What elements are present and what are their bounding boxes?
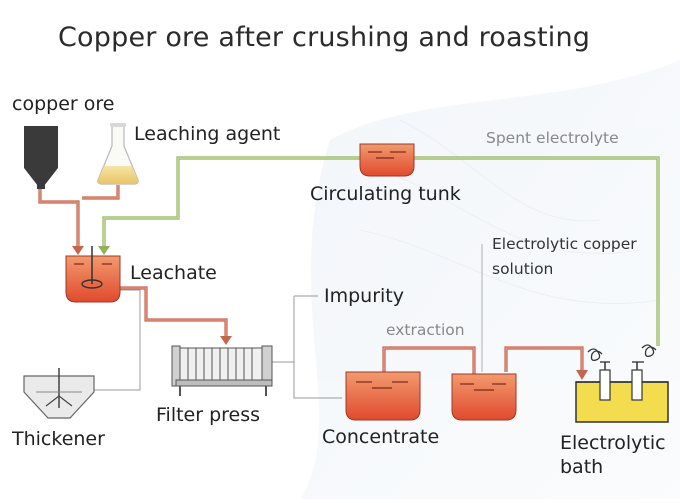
label-filter-press: Filter press — [156, 404, 261, 426]
line-thickener — [94, 289, 141, 391]
copper-ore-hopper — [24, 126, 58, 189]
circulating-tank — [359, 143, 415, 177]
label-concentrate: Concentrate — [322, 426, 440, 448]
page-title: Copper ore after crushing and roasting — [58, 22, 591, 53]
filter-press — [171, 345, 273, 396]
label-thickener: Thickener — [12, 428, 105, 450]
thickener — [23, 368, 95, 419]
electrolytic-bath — [575, 344, 669, 423]
label-circulating-tank: Circulating tunk — [310, 183, 461, 205]
label-extraction: extraction — [386, 321, 465, 339]
pipe-ore-to-leachate — [38, 187, 84, 255]
solution-tank — [451, 373, 517, 421]
pipe-agent-to-leachate — [82, 185, 120, 200]
label-impurity: Impurity — [324, 285, 404, 307]
pipe-spent-electrolyte — [414, 156, 660, 346]
pipe-extraction — [382, 346, 476, 374]
label-spent-electrolyte: Spent electrolyte — [486, 129, 619, 147]
line-filter-branch — [272, 295, 342, 399]
leaching-agent-flask — [97, 123, 139, 185]
concentrate-tank — [345, 371, 421, 421]
label-leachate: Leachate — [130, 262, 217, 284]
label-electrolytic-bath-1: Electrolytic — [560, 432, 666, 454]
pipe-circulating-to-leachate — [98, 156, 360, 255]
label-electrolytic-copper-solution-1: Electrolytic copper — [492, 235, 637, 253]
label-electrolytic-copper-solution-2: solution — [492, 260, 554, 278]
label-copper-ore: copper ore — [12, 93, 115, 115]
pipe-to-bath — [504, 346, 588, 380]
leachate-tank — [65, 246, 121, 303]
label-leaching-agent: Leaching agent — [134, 123, 281, 145]
pipe-leachate-to-filter — [120, 286, 232, 345]
label-electrolytic-bath-2: bath — [560, 456, 604, 478]
